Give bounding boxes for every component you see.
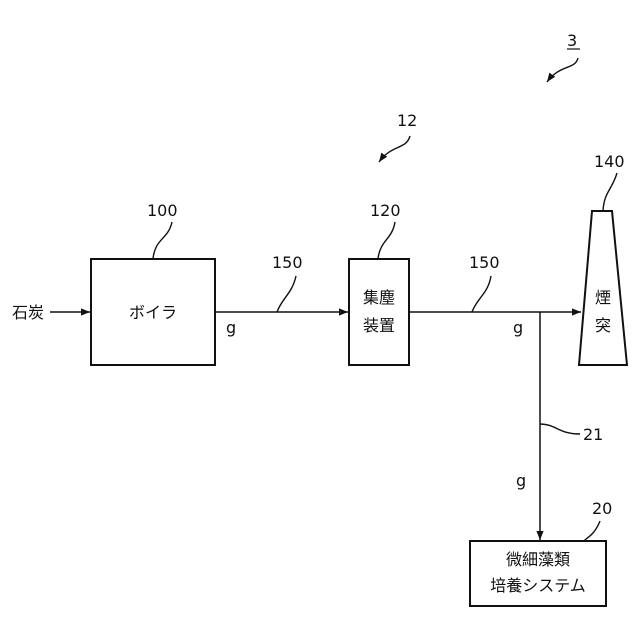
system-ref-label: 3 [567, 31, 577, 50]
gas-symbol-2: g [513, 318, 523, 337]
branch-ref-label: 21 [583, 425, 603, 444]
gas-symbol-1: g [226, 318, 236, 337]
chimney-label-line1: 煙 [595, 288, 611, 307]
culture-system-ref-label: 20 [592, 499, 612, 518]
culture-system-label-line2: 培養システム [490, 576, 586, 595]
branch-ref-leader [540, 424, 580, 434]
dust-collector-ref-leader [378, 222, 395, 259]
system-ref-arrow [547, 58, 578, 82]
gas-symbol-3: g [516, 471, 526, 490]
chimney-ref-leader [603, 173, 617, 211]
subsystem-ref-label: 12 [397, 111, 417, 130]
flue-gas-ref-label-1: 150 [272, 253, 303, 272]
subsystem-ref-arrow [379, 136, 410, 162]
dust-collector-ref-label: 120 [370, 201, 401, 220]
boiler-ref-label: 100 [147, 201, 178, 220]
dust-collector-label-line1: 集塵 [363, 288, 395, 307]
coal-input-label: 石炭 [12, 303, 44, 322]
flue-gas-ref-leader-2 [472, 276, 491, 312]
culture-system-label-line1: 微細藻類 [506, 550, 570, 569]
dust-collector-label-line2: 装置 [363, 316, 395, 335]
chimney-ref-label: 140 [594, 152, 625, 171]
chimney-label-line2: 突 [595, 316, 611, 335]
flue-gas-ref-label-2: 150 [469, 253, 500, 272]
flue-gas-ref-leader-1 [277, 276, 296, 312]
culture-system-ref-leader [584, 521, 600, 541]
boiler-ref-leader [153, 222, 172, 259]
boiler-label: ボイラ [129, 303, 177, 322]
dust-collector-box [349, 259, 409, 365]
